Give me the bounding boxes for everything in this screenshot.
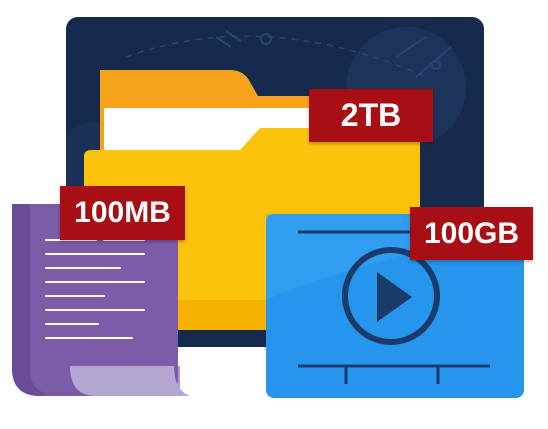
video-size-badge: 100GB <box>410 207 533 260</box>
document-size-badge: 100MB <box>60 186 185 240</box>
folder-size-badge: 2TB <box>309 89 433 142</box>
